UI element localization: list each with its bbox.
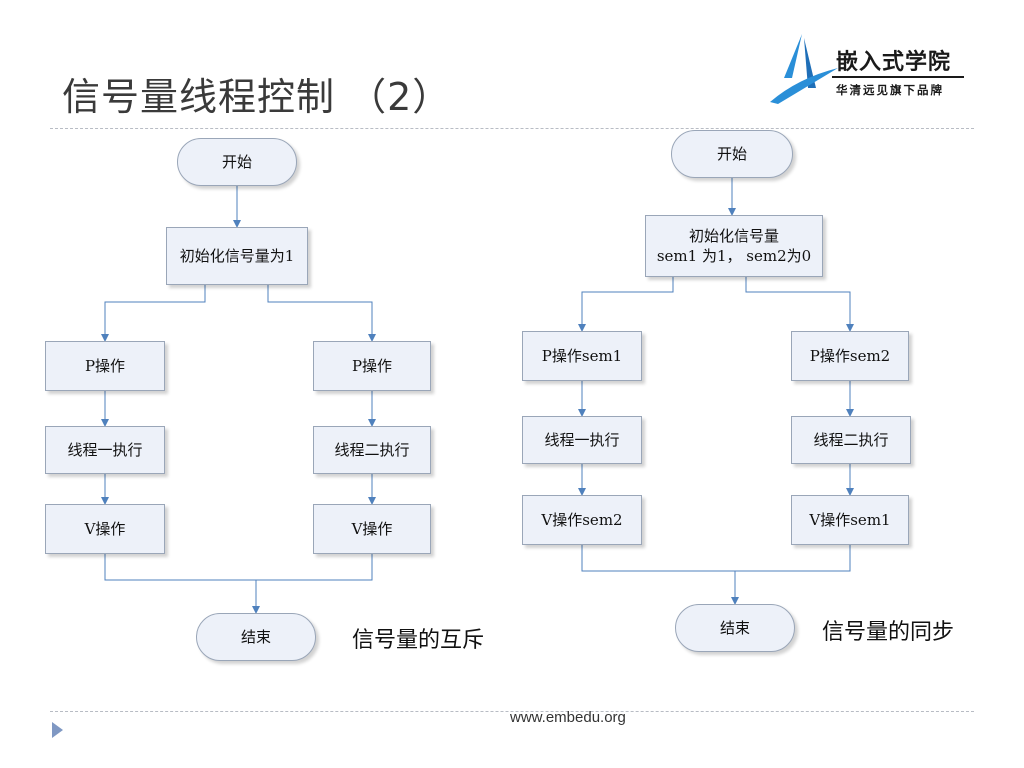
right-init-line2: sem1 为1， sem2为0 [656, 247, 812, 265]
slide-title: 信号量线程控制 （2） [62, 75, 452, 119]
edge-right-init-p2 [745, 277, 854, 332]
left-thread1-v-node: V操作 [45, 504, 165, 554]
right-thread1-p-node: P操作sem1 [522, 331, 642, 381]
logo-tagline: 华清远见旗下品牌 [836, 83, 944, 97]
right-start-node: 开始 [671, 130, 793, 178]
left-thread2-p-node: P操作 [313, 341, 431, 391]
right-init-line1: 初始化信号量 [688, 227, 779, 245]
left-thread1-run-node: 线程一执行 [45, 426, 165, 474]
slide-bullet-icon [52, 722, 63, 738]
left-end-node: 结束 [196, 613, 316, 661]
right-thread2-run-node: 线程二执行 [791, 416, 911, 464]
right-thread2-p-node: P操作sem2 [791, 331, 909, 381]
edge-left-init-p2 [267, 285, 376, 342]
right-caption: 信号量的同步 [822, 620, 955, 645]
edge-left-init-p1 [101, 285, 206, 342]
edge-right-init-p1 [578, 277, 674, 332]
left-thread1-p-node: P操作 [45, 341, 165, 391]
edge-right-merge [581, 545, 851, 572]
right-thread2-v-node: V操作sem1 [791, 495, 909, 545]
right-thread1-v-node: V操作sem2 [522, 495, 642, 545]
left-thread2-v-node: V操作 [313, 504, 431, 554]
left-caption: 信号量的互斥 [352, 628, 485, 653]
right-thread1-run-node: 线程一执行 [522, 416, 642, 464]
logo-name: 嵌入式学院 [836, 50, 952, 75]
logo-divider [832, 76, 964, 78]
right-end-node: 结束 [675, 604, 795, 652]
edge-left-merge [104, 554, 373, 581]
right-init-node: 初始化信号量 sem1 为1， sem2为0 [645, 215, 823, 277]
footer-url: www.embedu.org [510, 709, 626, 726]
left-thread2-run-node: 线程二执行 [313, 426, 431, 474]
left-init-node: 初始化信号量为1 [166, 227, 308, 285]
left-start-node: 开始 [177, 138, 297, 186]
logo-icon [770, 34, 838, 104]
header-divider [50, 128, 974, 129]
footer-divider [50, 711, 974, 712]
